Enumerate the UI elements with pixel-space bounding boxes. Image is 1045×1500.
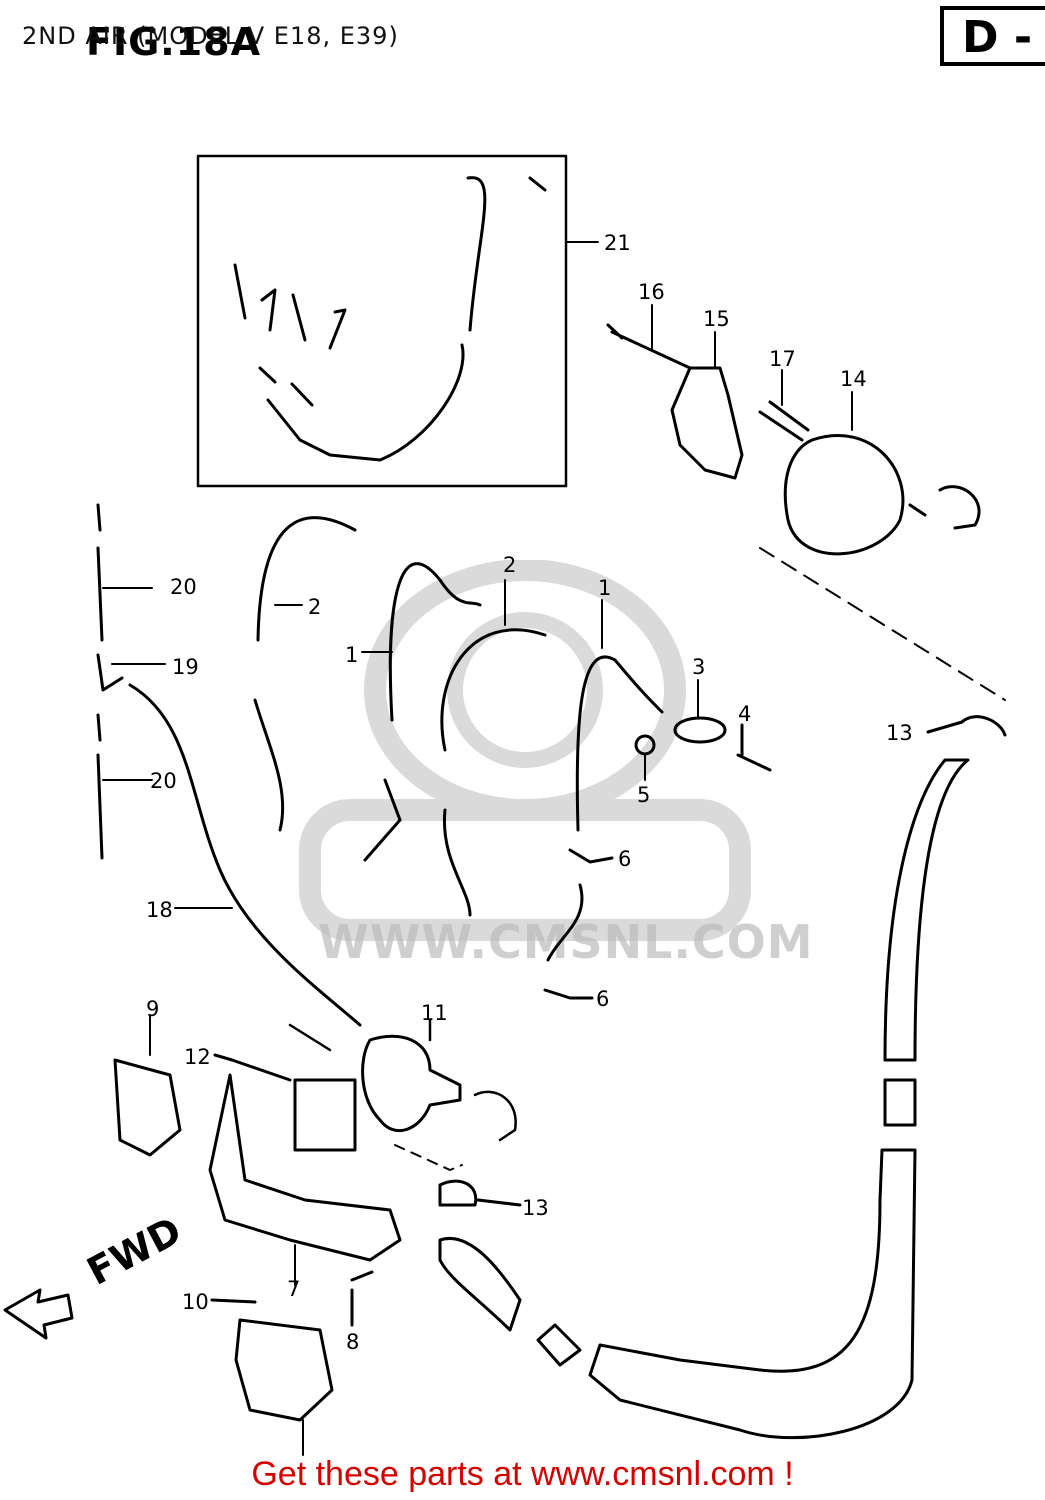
callout-2-left: 2 (308, 595, 322, 619)
air-valve-11 (361, 1034, 462, 1133)
callout-13-lower: 13 (522, 1196, 549, 1220)
section-tab: D - (940, 6, 1045, 66)
callout-19: 19 (172, 655, 199, 679)
callout-13-upper: 13 (886, 721, 913, 745)
clamp-6-lower (543, 988, 594, 1000)
clamp-6-upper (568, 848, 614, 864)
fwd-arrow (3, 1288, 74, 1340)
plate-7 (208, 1073, 402, 1262)
watermark-url: WWW.CMSNL.COM (318, 915, 814, 969)
hose-20-lower (96, 713, 104, 860)
bracket-12 (213, 1053, 357, 1152)
callout-20-lower: 20 (150, 769, 177, 793)
hose-1-left (363, 562, 482, 862)
pipe-17 (758, 400, 810, 442)
callout-1-left: 1 (345, 643, 359, 667)
footer-cta[interactable]: Get these parts at www.cmsnl.com ! (251, 1455, 794, 1493)
screw-10 (210, 1298, 257, 1304)
hose-kit-box (196, 154, 568, 488)
long-pipe (883, 758, 970, 1062)
hose-18 (128, 683, 362, 1027)
callout-20-upper: 20 (170, 575, 197, 599)
stud-4 (736, 723, 772, 772)
bracket-15 (670, 366, 744, 480)
hose-20-upper (96, 503, 104, 642)
clamp-13-lower (438, 1179, 522, 1207)
callout-2-mid: 2 (503, 553, 517, 577)
callout-10: 10 (182, 1290, 209, 1314)
clamp-13-upper (926, 715, 1007, 737)
joint-19 (96, 653, 124, 692)
callout-18: 18 (146, 898, 173, 922)
nut-5 (634, 734, 656, 756)
callout-9: 9 (146, 997, 160, 1021)
callout-8: 8 (346, 1330, 360, 1354)
bolt-16 (606, 323, 692, 370)
figure-label: FIG.18A (86, 20, 262, 64)
gasket-3 (673, 716, 727, 744)
callout-16: 16 (638, 280, 665, 304)
callout-3: 3 (692, 655, 706, 679)
valve-lower (234, 1318, 334, 1422)
callout-17: 17 (769, 347, 796, 371)
hose-1-right (546, 655, 664, 962)
return-pipe (588, 1148, 917, 1440)
bolt-8 (350, 1270, 374, 1327)
page-title: 2ND AIR (MODEL V E18, E39) (22, 22, 399, 50)
callout-11: 11 (421, 1001, 448, 1025)
section-code: D - (962, 12, 1033, 63)
kit-small-hoses (233, 176, 547, 407)
solenoid-9 (113, 1058, 182, 1157)
callout-7: 7 (287, 1277, 301, 1301)
kit-long-hose (266, 176, 487, 462)
callout-1-right: 1 (598, 576, 612, 600)
watermark-logo (299, 560, 751, 941)
hose-2-left (253, 516, 357, 832)
callout-12: 12 (184, 1045, 211, 1069)
callout-6-lower: 6 (596, 987, 610, 1011)
callout-6-upper: 6 (618, 847, 632, 871)
hose-2-mid (440, 628, 547, 917)
callout-4: 4 (738, 702, 752, 726)
reed-valve-14 (783, 434, 905, 556)
callout-14: 14 (840, 367, 867, 391)
callout-15: 15 (703, 307, 730, 331)
callout-5: 5 (637, 783, 651, 807)
callout-21: 21 (604, 231, 631, 255)
